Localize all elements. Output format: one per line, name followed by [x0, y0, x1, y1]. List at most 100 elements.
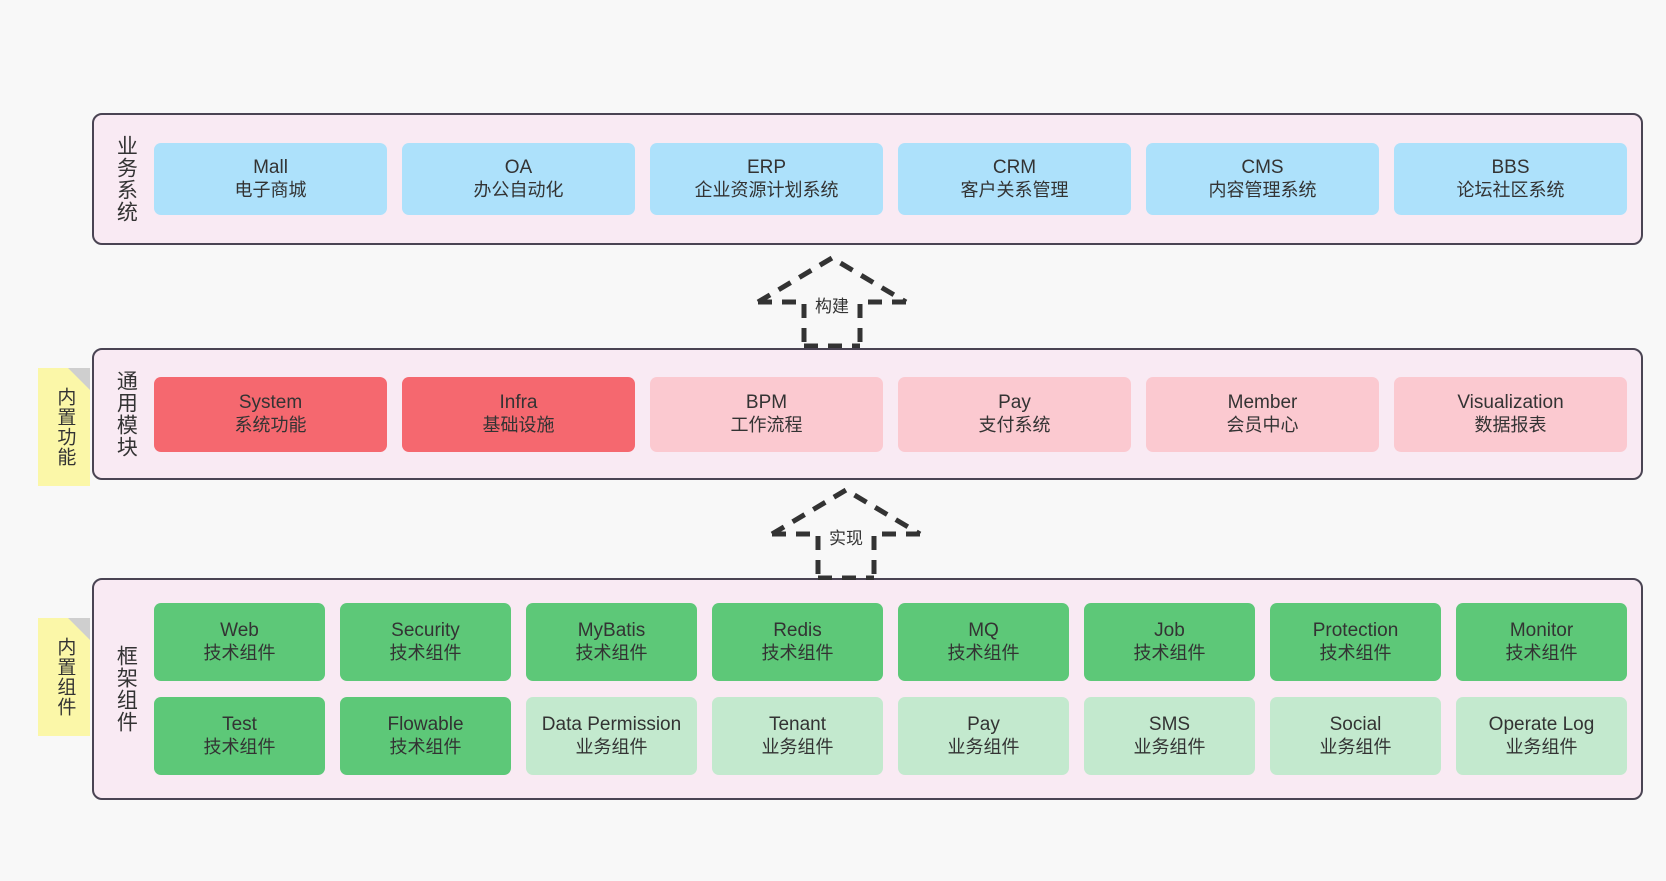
- card-infra[interactable]: Infra 基础设施: [402, 376, 635, 452]
- card-tenant-name: Tenant: [768, 714, 827, 736]
- card-mall[interactable]: Mall 电子商城: [154, 143, 387, 215]
- connector-build-arrow: 构建: [752, 252, 912, 348]
- card-job-desc: 技术组件: [1133, 642, 1206, 663]
- card-data-permission-name: Data Permission: [541, 714, 682, 736]
- card-bpm[interactable]: BPM 工作流程: [650, 376, 883, 452]
- card-security-name: Security: [391, 620, 460, 642]
- sticky-note-builtin-components-label: 内置组件: [54, 637, 76, 717]
- card-pay-module-name: Pay: [998, 392, 1031, 414]
- card-protection-desc: 技术组件: [1319, 642, 1392, 663]
- card-data-permission-desc: 业务组件: [575, 736, 648, 757]
- card-bpm-desc: 工作流程: [730, 414, 803, 435]
- card-protection-name: Protection: [1312, 620, 1399, 642]
- card-bbs[interactable]: BBS 论坛社区系统: [1394, 143, 1627, 215]
- layer-common-modules[interactable]: 通用模块 System 系统功能 Infra 基础设施 BPM 工作流程 Pay…: [92, 348, 1643, 480]
- card-mall-desc: 电子商城: [234, 179, 307, 200]
- card-sms[interactable]: SMS 业务组件: [1084, 697, 1255, 775]
- card-sms-desc: 业务组件: [1133, 736, 1206, 757]
- card-system-name: System: [238, 392, 303, 414]
- sticky-fold-corner-icon: [68, 618, 90, 640]
- card-bpm-name: BPM: [745, 392, 788, 414]
- card-visualization-name: Visualization: [1457, 392, 1564, 414]
- card-redis-desc: 技术组件: [761, 642, 834, 663]
- layer-business-title: 业务系统: [114, 135, 138, 223]
- card-web-desc: 技术组件: [203, 642, 276, 663]
- card-system-desc: 系统功能: [234, 414, 307, 435]
- card-cms-desc: 内容管理系统: [1208, 179, 1317, 200]
- card-flowable[interactable]: Flowable 技术组件: [340, 697, 511, 775]
- card-cms[interactable]: CMS 内容管理系统: [1146, 143, 1379, 215]
- layer-business-systems[interactable]: 业务系统 Mall 电子商城 OA 办公自动化 ERP 企业资源计划系统 CRM…: [92, 113, 1643, 245]
- card-social[interactable]: Social 业务组件: [1270, 697, 1441, 775]
- business-card-row: Mall 电子商城 OA 办公自动化 ERP 企业资源计划系统 CRM 客户关系…: [154, 143, 1627, 215]
- layer-framework-title: 框架组件: [114, 645, 138, 733]
- card-visualization[interactable]: Visualization 数据报表: [1394, 376, 1627, 452]
- card-mq-name: MQ: [968, 620, 999, 642]
- card-member-name: Member: [1227, 392, 1298, 414]
- card-test-desc: 技术组件: [203, 736, 276, 757]
- card-monitor-name: Monitor: [1509, 620, 1574, 642]
- card-data-permission[interactable]: Data Permission 业务组件: [526, 697, 697, 775]
- card-bbs-desc: 论坛社区系统: [1456, 179, 1565, 200]
- card-mq-desc: 技术组件: [947, 642, 1020, 663]
- sticky-note-builtin-features-label: 内置功能: [54, 387, 76, 467]
- layer-common-title: 通用模块: [114, 370, 138, 458]
- card-infra-desc: 基础设施: [482, 414, 555, 435]
- card-tenant[interactable]: Tenant 业务组件: [712, 697, 883, 775]
- card-cms-name: CMS: [1241, 157, 1284, 179]
- framework-card-row-1: Web 技术组件 Security 技术组件 MyBatis 技术组件 Redi…: [154, 603, 1627, 681]
- dashed-up-arrow-icon: [756, 255, 908, 348]
- layer-business-body: Mall 电子商城 OA 办公自动化 ERP 企业资源计划系统 CRM 客户关系…: [146, 115, 1641, 243]
- sticky-fold-corner-icon: [68, 368, 90, 390]
- layer-common-body: System 系统功能 Infra 基础设施 BPM 工作流程 Pay 支付系统…: [146, 350, 1641, 478]
- card-web[interactable]: Web 技术组件: [154, 603, 325, 681]
- dashed-up-arrow-icon: [770, 487, 922, 580]
- framework-card-row-2: Test 技术组件 Flowable 技术组件 Data Permission …: [154, 697, 1627, 775]
- card-pay-component-name: Pay: [967, 714, 1000, 736]
- card-bbs-name: BBS: [1491, 157, 1530, 179]
- card-member[interactable]: Member 会员中心: [1146, 376, 1379, 452]
- sticky-note-builtin-features[interactable]: 内置功能: [38, 368, 90, 486]
- card-member-desc: 会员中心: [1226, 414, 1299, 435]
- card-flowable-name: Flowable: [387, 714, 464, 736]
- card-crm-name: CRM: [992, 157, 1037, 179]
- card-erp[interactable]: ERP 企业资源计划系统: [650, 143, 883, 215]
- card-job[interactable]: Job 技术组件: [1084, 603, 1255, 681]
- card-mall-name: Mall: [253, 157, 288, 179]
- card-crm[interactable]: CRM 客户关系管理: [898, 143, 1131, 215]
- card-mybatis-name: MyBatis: [577, 620, 646, 642]
- card-system[interactable]: System 系统功能: [154, 376, 387, 452]
- card-oa-name: OA: [504, 157, 533, 179]
- card-test-name: Test: [222, 714, 257, 736]
- card-web-name: Web: [220, 620, 259, 642]
- card-pay-component[interactable]: Pay 业务组件: [898, 697, 1069, 775]
- card-oa[interactable]: OA 办公自动化: [402, 143, 635, 215]
- layer-framework-body: Web 技术组件 Security 技术组件 MyBatis 技术组件 Redi…: [146, 580, 1641, 798]
- card-mybatis-desc: 技术组件: [575, 642, 648, 663]
- card-pay-module[interactable]: Pay 支付系统: [898, 376, 1131, 452]
- card-test[interactable]: Test 技术组件: [154, 697, 325, 775]
- card-pay-module-desc: 支付系统: [978, 414, 1051, 435]
- card-crm-desc: 客户关系管理: [960, 179, 1069, 200]
- card-protection[interactable]: Protection 技术组件: [1270, 603, 1441, 681]
- card-monitor[interactable]: Monitor 技术组件: [1456, 603, 1627, 681]
- common-card-row: System 系统功能 Infra 基础设施 BPM 工作流程 Pay 支付系统…: [154, 376, 1627, 452]
- card-pay-component-desc: 业务组件: [947, 736, 1020, 757]
- layer-framework-components[interactable]: 框架组件 Web 技术组件 Security 技术组件 MyBatis 技术组件…: [92, 578, 1643, 800]
- card-social-desc: 业务组件: [1319, 736, 1392, 757]
- card-infra-name: Infra: [499, 392, 538, 414]
- card-mybatis[interactable]: MyBatis 技术组件: [526, 603, 697, 681]
- card-security[interactable]: Security 技术组件: [340, 603, 511, 681]
- card-tenant-desc: 业务组件: [761, 736, 834, 757]
- card-flowable-desc: 技术组件: [389, 736, 462, 757]
- card-job-name: Job: [1154, 620, 1185, 642]
- card-visualization-desc: 数据报表: [1474, 414, 1547, 435]
- card-redis-name: Redis: [773, 620, 822, 642]
- card-security-desc: 技术组件: [389, 642, 462, 663]
- card-erp-name: ERP: [746, 157, 787, 179]
- card-mq[interactable]: MQ 技术组件: [898, 603, 1069, 681]
- card-redis[interactable]: Redis 技术组件: [712, 603, 883, 681]
- card-operate-log[interactable]: Operate Log 业务组件: [1456, 697, 1627, 775]
- sticky-note-builtin-components[interactable]: 内置组件: [38, 618, 90, 736]
